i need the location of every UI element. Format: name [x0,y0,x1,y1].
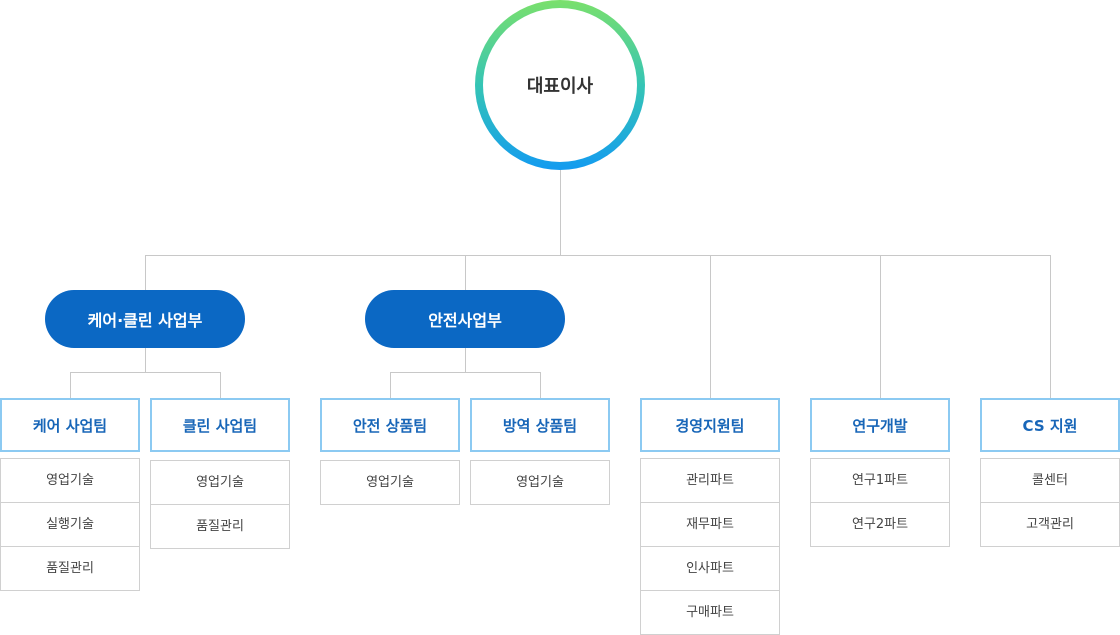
connector-clean-team [220,372,221,398]
connector-drop-rnd [880,255,881,398]
team-disinfection-product-subs: 영업기술 [470,460,610,505]
connector-drop-safety [465,255,466,290]
connector-ceo-down [560,170,561,255]
team-safety-product: 안전 상품팀 [320,398,460,452]
team-care: 케어 사업팀 [0,398,140,452]
team-rnd-subs: 연구1파트 연구2파트 [810,458,950,547]
connector-main-horizontal [145,255,1051,256]
sub-unit: 인사파트 [641,547,779,591]
team-disinfection-product: 방역 상품팀 [470,398,610,452]
connector-care-team [70,372,71,398]
ceo-label: 대표이사 [483,8,637,162]
sub-unit: 연구2파트 [851,517,909,532]
connector-drop-cs [1050,255,1051,398]
sub-unit: 연구1파트 [811,459,949,503]
team-cs-support: CS 지원 [980,398,1120,452]
sub-unit: 품질관리 [196,519,244,534]
team-cs-support-subs: 콜센터 고객관리 [980,458,1120,547]
team-clean: 클린 사업팀 [150,398,290,452]
team-management-support-subs: 관리파트 재무파트 인사파트 구매파트 [640,458,780,635]
sub-unit: 재무파트 [641,503,779,547]
team-management-support: 경영지원팀 [640,398,780,452]
connector-drop-management [710,255,711,398]
sub-unit: 품질관리 [46,561,94,576]
team-care-subs: 영업기술 실행기술 품질관리 [0,458,140,591]
sub-unit: 영업기술 [151,461,289,505]
sub-unit: 실행기술 [1,503,139,547]
connector-drop-care-clean [145,255,146,290]
sub-unit: 관리파트 [641,459,779,503]
connector-care-clean-down [145,348,146,372]
sub-unit: 구매파트 [686,605,734,620]
sub-unit: 영업기술 [366,475,414,490]
division-care-clean: 케어·클린 사업부 [45,290,245,348]
sub-unit: 고객관리 [1026,517,1074,532]
team-clean-subs: 영업기술 품질관리 [150,460,290,549]
sub-unit: 영업기술 [1,459,139,503]
connector-safety-horizontal [390,372,541,373]
sub-unit: 영업기술 [516,475,564,490]
connector-disinfection-team [540,372,541,398]
team-rnd: 연구개발 [810,398,950,452]
connector-safety-product-team [390,372,391,398]
sub-unit: 콜센터 [981,459,1119,503]
connector-safety-down [465,348,466,372]
team-safety-product-subs: 영업기술 [320,460,460,505]
division-safety: 안전사업부 [365,290,565,348]
ceo-node: 대표이사 [475,0,645,170]
connector-care-clean-horizontal [70,372,221,373]
